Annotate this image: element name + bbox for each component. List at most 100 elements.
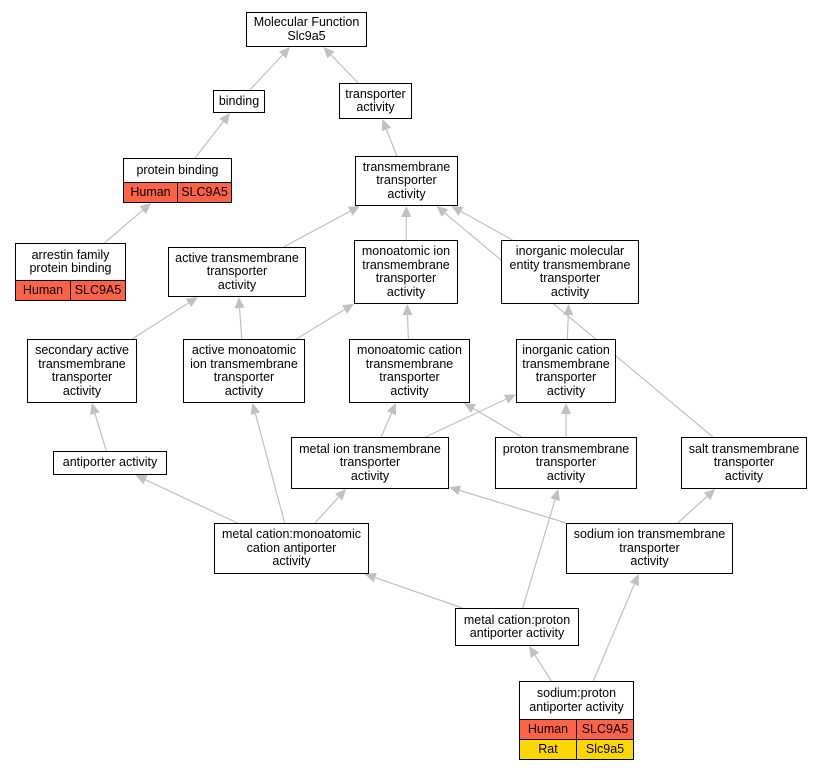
annotation-row-human: Human SLC9A5 <box>16 280 125 300</box>
node-sodium-proton-antiporter-activity[interactable]: sodium:proton antiporter activity Human … <box>519 681 634 760</box>
node-monoatomic-ion-transmembrane-transporter-activity[interactable]: monoatomic ion transmembrane transporter… <box>354 240 458 304</box>
node-transporter-activity[interactable]: transporter activity <box>339 83 412 119</box>
node-metal-ion-transmembrane-transporter-activity[interactable]: metal ion transmembrane transporter acti… <box>291 437 449 489</box>
annotation-species: Rat <box>538 741 558 756</box>
arrowhead-transporter-to-mf <box>323 47 335 59</box>
arrowhead-secondary_active-to-active_tm <box>185 297 198 308</box>
node-label: protein binding <box>136 162 219 177</box>
annotation-row-human: Human SLC9A5 <box>124 182 231 202</box>
edge-protein_binding-to-binding <box>194 121 224 159</box>
node-label: transporter activity <box>345 86 406 114</box>
node-label: monoatomic cation transmembrane transpor… <box>357 343 462 398</box>
node-metal-cation-proton-antiporter-activity[interactable]: metal cation:proton antiporter activity <box>455 608 579 646</box>
annotation-row-rat: Rat Slc9a5 <box>520 739 633 759</box>
node-label: metal ion transmembrane transporter acti… <box>299 441 441 483</box>
edge-active_monoatomic-to-monoatomic_ion_tm <box>296 309 345 340</box>
edge-metal_cation_proton-to-proton_tm <box>522 499 556 609</box>
node-label: active transmembrane transporter activit… <box>175 250 299 292</box>
arrowhead-metal_cation_monoatomic-to-metal_ion_tm <box>335 489 347 501</box>
edge-metal_ion_tm-to-monoatomic_cation <box>380 412 392 438</box>
node-label: monoatomic ion transmembrane transporter… <box>361 244 451 299</box>
arrowhead-metal_ion_tm-to-monoatomic_cation <box>386 403 397 416</box>
node-label: proton transmembrane transporter activit… <box>502 441 630 483</box>
node-label: active monoatomic ion transmembrane tran… <box>190 343 298 398</box>
edge-binding-to-mf <box>249 54 284 91</box>
node-metal-cation-monoatomic-cation-antiporter-activity[interactable]: metal cation:monoatomic cation antiporte… <box>214 523 369 574</box>
edge-metal_cation_monoatomic-to-active_monoatomic <box>254 413 286 524</box>
node-sodium-ion-transmembrane-transporter-activity[interactable]: sodium ion transmembrane transporter act… <box>566 523 733 574</box>
arrowhead-active_monoatomic-to-monoatomic_ion_tm <box>342 303 354 314</box>
node-inorganic-cation-transmembrane-transporter-activity[interactable]: inorganic cation transmembrane transport… <box>516 339 616 403</box>
node-label: inorganic molecular entity transmembrane… <box>509 244 631 299</box>
node-label: binding <box>218 93 260 108</box>
edge-inorganic_molecular-to-tm_transporter <box>460 210 513 241</box>
arrowhead-sodium_proton-to-metal_cation_proton <box>529 646 540 658</box>
edge-proton_tm-to-monoatomic_cation <box>473 408 523 438</box>
node-secondary-active-transmembrane-transporter-activity[interactable]: secondary active transmembrane transport… <box>27 339 137 403</box>
arrowhead-metal_cation_monoatomic-to-active_monoatomic <box>250 403 261 415</box>
edge-inorganic_cation-to-inorganic_molecular <box>566 314 569 340</box>
annotation-gene: Slc9a5 <box>576 740 633 759</box>
node-label: sodium:proton antiporter activity <box>529 686 624 714</box>
edge-metal_cation_monoatomic-to-antiporter <box>145 479 238 524</box>
node-label: salt transmembrane transporter activity <box>688 441 800 483</box>
arrowhead-tm_transporter-to-transporter <box>381 119 392 132</box>
node-arrestin-family-protein-binding[interactable]: arrestin family protein binding Human SL… <box>15 243 126 301</box>
node-label: Molecular Function Slc9a5 <box>253 15 360 43</box>
node-transmembrane-transporter-activity[interactable]: transmembrane transporter activity <box>355 156 458 206</box>
arrowhead-arrestin-to-protein_binding <box>139 203 152 214</box>
edge-salt_tm-to-tm_transporter <box>444 212 714 438</box>
node-proton-transmembrane-transporter-activity[interactable]: proton transmembrane transporter activit… <box>495 437 637 489</box>
edge-arrestin-to-protein_binding <box>104 209 144 244</box>
arrowhead-sodium_ion_tm-to-metal_ion_tm <box>449 485 461 496</box>
annotation-species: Human <box>527 721 569 736</box>
arrowhead-active_monoatomic-to-active_tm <box>234 297 245 309</box>
arrowhead-active_tm-to-tm_transporter <box>347 206 360 216</box>
edge-sodium_ion_tm-to-metal_ion_tm <box>459 489 567 524</box>
node-label: inorganic cation transmembrane transport… <box>522 343 610 398</box>
edge-metal_ion_tm-to-inorganic_cation <box>425 398 507 438</box>
arrowhead-metal_cation_proton-to-proton_tm <box>550 489 560 501</box>
arrowhead-sodium_proton-to-sodium_ion_tm <box>629 574 639 587</box>
annotation-species: Human <box>22 282 64 297</box>
node-salt-transmembrane-transporter-activity[interactable]: salt transmembrane transporter activity <box>681 437 807 489</box>
node-inorganic-molecular-entity-transmembrane-transporter-activity[interactable]: inorganic molecular entity transmembrane… <box>501 240 639 304</box>
node-binding[interactable]: binding <box>213 90 265 113</box>
annotation-row-human: Human SLC9A5 <box>520 719 633 739</box>
arrowhead-antiporter-to-secondary_active <box>90 403 100 415</box>
edge-active_tm-to-tm_transporter <box>283 210 351 248</box>
edge-monoatomic_cation-to-monoatomic_ion_tm <box>406 314 409 340</box>
node-label: metal cation:monoatomic cation antiporte… <box>222 527 361 569</box>
arrowhead-metal_cation_proton-to-metal_cation_monoatomic <box>364 572 377 583</box>
node-active-monoatomic-ion-transmembrane-transporter-activity[interactable]: active monoatomic ion transmembrane tran… <box>183 339 305 403</box>
node-molecular-function[interactable]: Molecular Function Slc9a5 <box>246 12 367 47</box>
edge-active_monoatomic-to-active_tm <box>238 307 243 340</box>
node-antiporter-activity[interactable]: antiporter activity <box>53 451 167 475</box>
annotation-gene: SLC9A5 <box>177 183 231 202</box>
annotation-species: Human <box>130 184 171 199</box>
node-protein-binding[interactable]: protein binding Human SLC9A5 <box>123 158 232 203</box>
edge-metal_cation_proton-to-metal_cation_monoatomic <box>374 577 463 609</box>
edge-metal_cation_monoatomic-to-metal_ion_tm <box>314 496 340 524</box>
annotation-gene: SLC9A5 <box>576 720 633 739</box>
edge-transporter-to-mf <box>330 54 359 84</box>
arrowhead-monoatomic_cation-to-monoatomic_ion_tm <box>402 304 413 316</box>
node-active-transmembrane-transporter-activity[interactable]: active transmembrane transporter activit… <box>168 247 306 297</box>
edge-sodium_proton-to-sodium_ion_tm <box>592 583 635 682</box>
node-label: sodium ion transmembrane transporter act… <box>573 527 726 569</box>
node-label: transmembrane transporter activity <box>362 159 451 201</box>
annotation-gene: SLC9A5 <box>70 281 125 300</box>
node-label: metal cation:proton antiporter activity <box>463 612 571 640</box>
arrowhead-sodium_ion_tm-to-salt_tm <box>703 489 716 501</box>
node-monoatomic-cation-transmembrane-transporter-activity[interactable]: monoatomic cation transmembrane transpor… <box>349 339 470 403</box>
arrowhead-binding-to-mf <box>278 47 291 59</box>
edge-sodium_proton-to-metal_cation_proton <box>534 654 552 682</box>
arrowhead-metal_ion_tm-to-inorganic_cation <box>503 394 516 404</box>
node-label: antiporter activity <box>62 455 158 470</box>
arrowhead-monoatomic_ion_tm-to-tm_transporter <box>401 206 412 218</box>
edge-secondary_active-to-active_tm <box>131 302 189 340</box>
arrowhead-protein_binding-to-binding <box>219 113 231 125</box>
arrowhead-salt_tm-to-tm_transporter <box>436 206 449 217</box>
edge-sodium_ion_tm-to-salt_tm <box>677 495 708 524</box>
